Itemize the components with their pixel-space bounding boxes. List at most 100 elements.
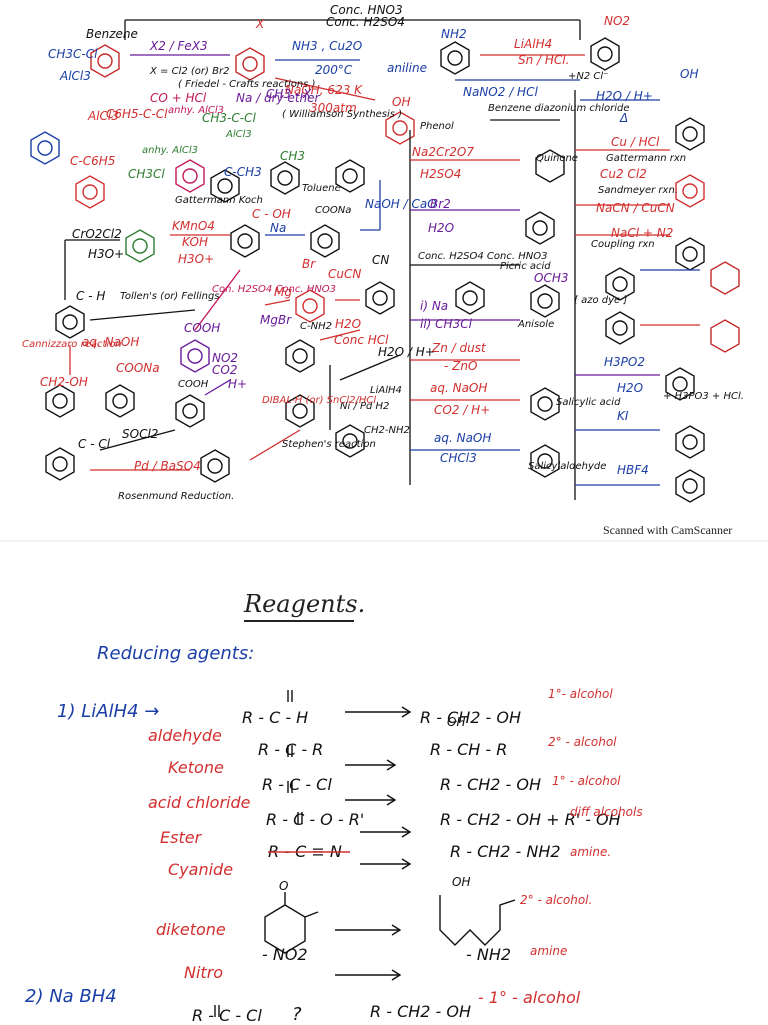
chart-label-h3po2: H3PO2 [604, 355, 645, 369]
chart-label-stephens: Stephen's reaction [282, 439, 376, 450]
chart-label-benzene-diaz: Benzene diazonium chloride [488, 103, 630, 114]
chart-label-lialh4b: LiAlH4 [370, 385, 402, 396]
chart-label-phenol: Phenol [420, 121, 454, 132]
chart-label-aq-naoh2: aq. NaOH [430, 381, 488, 395]
chart-label-cooh2: COOH [178, 379, 209, 390]
chart-label-anhy: anhy. AlCl3 [168, 105, 225, 116]
chart-label-co-hcl: CO + HCl [150, 91, 207, 105]
chart-label-oh-top: OH [680, 67, 699, 81]
reactant-2: R - C - Cl [262, 775, 332, 794]
product-type-4: amine. [570, 845, 612, 859]
chart-label-zn-dust: Zn / dust [432, 341, 486, 355]
product-1: R - CH - R [430, 740, 508, 759]
product-type-0: 1°- alcohol [548, 687, 613, 701]
chart-label-ch3cl3: ii) CH3Cl [420, 317, 472, 331]
chart-label-hbf4: HBF4 [617, 463, 649, 477]
reagent-name-1: Ketone [168, 758, 224, 777]
chart-label-cucn: CuCN [328, 267, 362, 281]
nabh4-question: ? [292, 1004, 302, 1025]
chart-label-conc-hno3: Conc. HNO3 [330, 3, 403, 17]
chart-label-mg: Mg [274, 285, 292, 299]
chart-label-salicylaldehyde: Salicylaldehyde [528, 461, 607, 472]
lialh4-label: 1) LiAlH4 → [57, 701, 160, 722]
chart-label-coupling: Coupling rxn [591, 239, 655, 250]
chart-label-anisole: Anisole [518, 319, 555, 330]
chart-label-och3: OCH3 [534, 271, 569, 285]
chart-label-zno: - ZnO [444, 359, 478, 373]
product-type-1: 2° - alcohol [548, 735, 617, 749]
reagent-name-0: aldehyde [148, 726, 222, 745]
chart-label-co2h: CO2 / H+ [434, 403, 491, 417]
chart-label-lialh4-sn: LiAlH4 [514, 37, 553, 51]
chart-label-hplus: H+ [228, 377, 248, 391]
chart-label-n2cl: +N2 Cl⁻ [568, 71, 609, 82]
chart-label-koh: KOH [182, 235, 209, 249]
nabh4-type: - 1° - alcohol [478, 988, 581, 1007]
reducing-agents-heading: Reducing agents: [97, 643, 255, 664]
product-3: R - CH2 - OH + R' - OH [440, 810, 621, 829]
nabh4-label: 2) Na BH4 [25, 986, 117, 1007]
chart-label-chcl3: CHCl3 [440, 451, 477, 465]
chart-label-toluene: Toluene [302, 183, 341, 194]
reactant-0: R - C - H [242, 708, 309, 727]
product-type-6: amine [530, 944, 568, 958]
reagent-name-6: Nitro [184, 963, 224, 982]
chart-label-x-label: X [256, 17, 265, 31]
nabh4-product: R - CH2 - OH [370, 1002, 472, 1021]
chart-label-deg200: 200°C [315, 63, 353, 77]
chart-label-delta: Δ [620, 111, 629, 125]
chart-label-naoh-cao: NaOH / CaO [365, 197, 437, 211]
chart-label-ch3cocl: CH3C-Cl [48, 47, 98, 61]
chart-label-azo: [ azo dye ] [574, 295, 628, 306]
chart-label-na2cr2o7: Na2Cr2O7 [412, 145, 474, 159]
chart-label-friedel: ( Friedel - Crafts reactions ) [178, 79, 316, 90]
chart-label-h2o-b: H2O [335, 317, 362, 331]
chart-label-x-eq: X = Cl2 (or) Br2 [150, 66, 230, 77]
product-type-5: 2° - alcohol. [520, 893, 593, 907]
chart-label-cn: CN [372, 253, 390, 267]
chart-label-alcl3: AlCl3 [60, 69, 91, 83]
chart-label-soclz: SOCl2 [122, 427, 159, 441]
chart-label-conc-h2so4: Conc. H2SO4 [326, 15, 405, 29]
chart-label-aq-naoh3: aq. NaOH [434, 431, 492, 445]
chart-label-h2o-c: H2O [617, 381, 644, 395]
product-type-2: 1° - alcohol [552, 774, 621, 788]
page-divider [0, 540, 768, 542]
chart-label-cu-hcl: Cu / HCl [611, 135, 660, 149]
o-label: O [279, 879, 289, 893]
chart-label-no2: NO2 [604, 14, 631, 28]
product-6: - NH2 [466, 945, 512, 964]
chart-label-h3po3: + H3PO3 + HCl. [663, 391, 744, 402]
chart-label-anhy2: anhy. AlCl3 [142, 145, 199, 156]
chart-label-conc-hcl: Conc HCl [334, 333, 389, 347]
chart-label-h3o2: H3O+ [88, 247, 125, 261]
reagent-name-3: Ester [160, 828, 202, 847]
chart-label-conc-h2so4c: Conc. H2SO4 Conc. HNO3 [418, 251, 548, 262]
chart-label-co2: CO2 [212, 363, 238, 377]
nabh4-reactant: R - C - Cl [192, 1006, 262, 1025]
chart-label-quinone: Quinone [536, 153, 578, 164]
chart-label-c-cl: C - Cl [78, 437, 111, 451]
chart-label-na-dry: Na / dry ether [236, 91, 320, 105]
chart-label-ch3cl: CH3Cl [128, 167, 165, 181]
chart-label-ch3x: CH3 - X [266, 87, 312, 101]
chart-label-br2: Br2 [430, 197, 451, 211]
chart-label-no2b: NO2 [212, 351, 239, 365]
chart-label-ch2oh: CH2-OH [40, 375, 88, 389]
chart-label-nacn-cucn: NaCN / CuCN [596, 201, 675, 215]
chart-label-cro2cl2: CrO2Cl2 [72, 227, 122, 241]
reactant-3: R - C - O - R' [266, 810, 365, 829]
benzene-ring [90, 44, 120, 78]
chart-label-gattermann-koch: Gattermann Koch [175, 195, 263, 206]
chart-label-sn-hcl: Sn / HCl. [518, 53, 570, 67]
chart-label-alcl3b: AlCl3 [88, 109, 119, 123]
chart-label-nh3-cu2o: NH3 , Cu2O [292, 39, 363, 53]
product-2: R - CH2 - OH [440, 775, 542, 794]
chart-label-coona: COONa [315, 205, 352, 216]
chart-label-h2o-h2: H2O / H+ [378, 345, 435, 359]
oh-label-2: OH [452, 875, 471, 889]
reactant-6: - NO2 [262, 945, 308, 964]
reactant-1: R - C - R [258, 740, 324, 759]
chart-label-nh2: NH2 [441, 27, 467, 41]
